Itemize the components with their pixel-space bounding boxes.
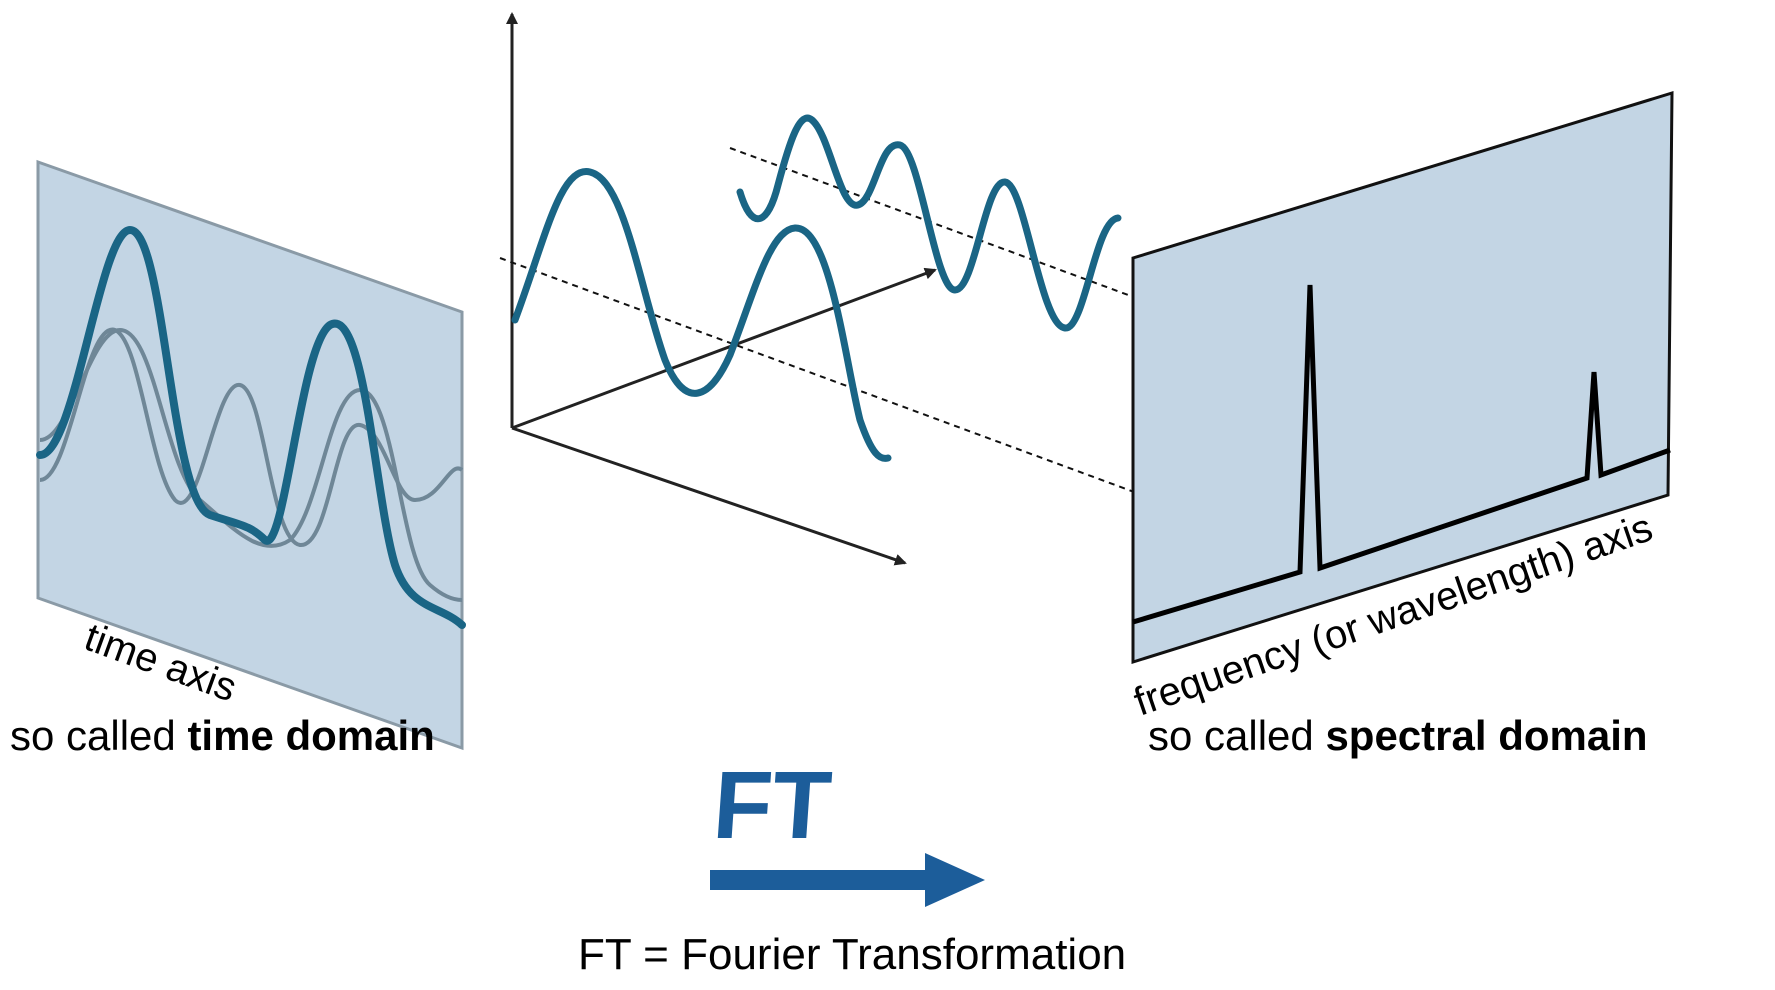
time-domain-caption-bold: time domain: [187, 712, 435, 759]
component-waves-3d: [511, 114, 1122, 462]
ft-arrow-label: FT: [710, 752, 835, 859]
ft-arrow-group: FT: [710, 752, 985, 907]
ft-definition: FT = Fourier Transformation: [578, 930, 1127, 979]
spectral-panel-plane: [1131, 90, 1674, 665]
spectral-domain-caption: so called spectral domain: [1148, 712, 1648, 760]
spectral-domain-panel: frequency (or wavelength) axis: [1129, 90, 1674, 725]
time-sum-wave: [36, 225, 466, 629]
time-domain-panel: time axis: [36, 159, 466, 751]
time-domain-caption: so called time domain: [10, 712, 435, 760]
spectral-domain-caption-bold: spectral domain: [1325, 712, 1648, 759]
time-component-wave-2: [39, 327, 463, 602]
time-domain-caption-prefix: so called: [10, 712, 188, 759]
ft-arrow-head: [925, 853, 985, 907]
spectrum-line: [1132, 284, 1671, 625]
axes-3d: [506, 12, 937, 566]
time-base-axis: [511, 426, 907, 566]
frequency-depth-axis: [511, 267, 937, 430]
spectral-domain-caption-prefix: so called: [1148, 712, 1326, 759]
high-frequency-component-wave: [736, 114, 1122, 332]
low-frequency-component-wave: [511, 168, 892, 462]
